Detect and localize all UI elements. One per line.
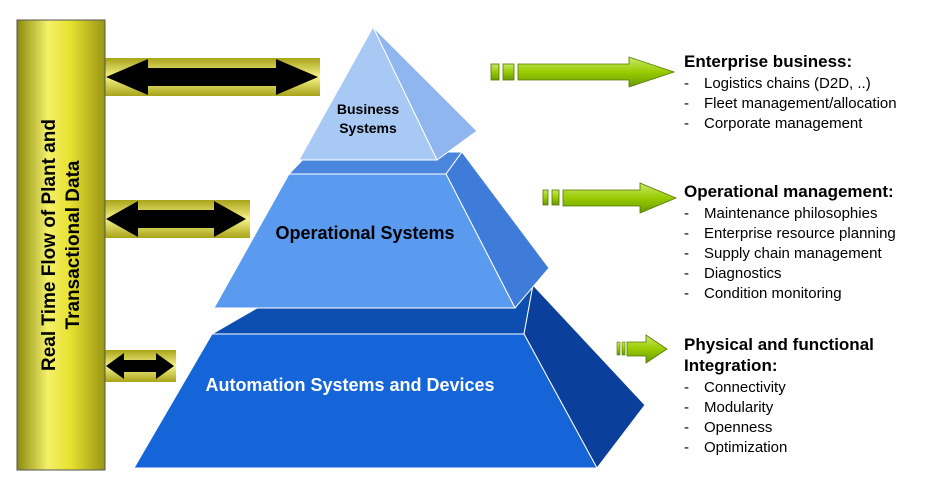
list-item: -Fleet management/allocation: [684, 95, 897, 112]
tier-middle-label: Operational Systems: [275, 223, 455, 243]
double-arrow-bottom: [106, 353, 174, 379]
panel-list: -Maintenance philosophies -Enterprise re…: [684, 204, 896, 304]
list-item: -Corporate management: [684, 115, 863, 132]
list-item: -Logistics chains (D2D, ..): [684, 75, 871, 92]
panel-operational: Operational management: -Maintenance phi…: [684, 181, 896, 304]
tier-bottom-label: Automation Systems and Devices: [205, 375, 495, 395]
panel-enterprise: Enterprise business: -Logistics chains (…: [684, 51, 897, 134]
tier-top-front-face: [298, 25, 438, 161]
panel-physical: Physical and functional Integration: -Co…: [684, 334, 914, 458]
panel-list: -Connectivity -Modularity -Openness -Opt…: [684, 378, 914, 458]
tier-middle-front-face: [213, 173, 516, 309]
tier-top-label-line1: Business: [336, 101, 400, 117]
list-item: -Enterprise resource planning: [684, 225, 896, 242]
panel-title: Operational management:: [684, 182, 894, 201]
data-flow-label-line2: Transactional Data: [63, 160, 84, 330]
list-item: -Openness: [684, 419, 773, 436]
tier-top-label-line2: Systems: [339, 120, 397, 136]
list-item: -Maintenance philosophies: [684, 205, 878, 222]
green-arrow-middle: [542, 182, 678, 214]
double-arrow-top: [106, 59, 318, 95]
list-item: -Modularity: [684, 399, 774, 416]
list-item: -Optimization: [684, 439, 788, 456]
panel-list: -Logistics chains (D2D, ..) -Fleet manag…: [684, 74, 897, 134]
list-item: -Supply chain management: [684, 245, 882, 262]
green-arrow-top: [490, 56, 676, 88]
list-item: -Connectivity: [684, 379, 786, 396]
panel-title: Physical and functional Integration:: [684, 335, 874, 375]
green-arrow-bottom: [616, 334, 668, 364]
data-flow-label: Real Time Flow of Plant and Transactiona…: [17, 20, 107, 470]
list-item: -Diagnostics: [684, 265, 782, 282]
list-item: -Condition monitoring: [684, 285, 842, 302]
tier-top-label: Business Systems: [318, 100, 418, 138]
panel-title: Enterprise business:: [684, 52, 853, 71]
data-flow-label-line1: Real Time Flow of Plant and: [39, 119, 60, 371]
data-flow-bar: [16, 19, 106, 471]
double-arrow-middle: [106, 201, 246, 237]
tier-bottom-front-face: [133, 333, 598, 469]
